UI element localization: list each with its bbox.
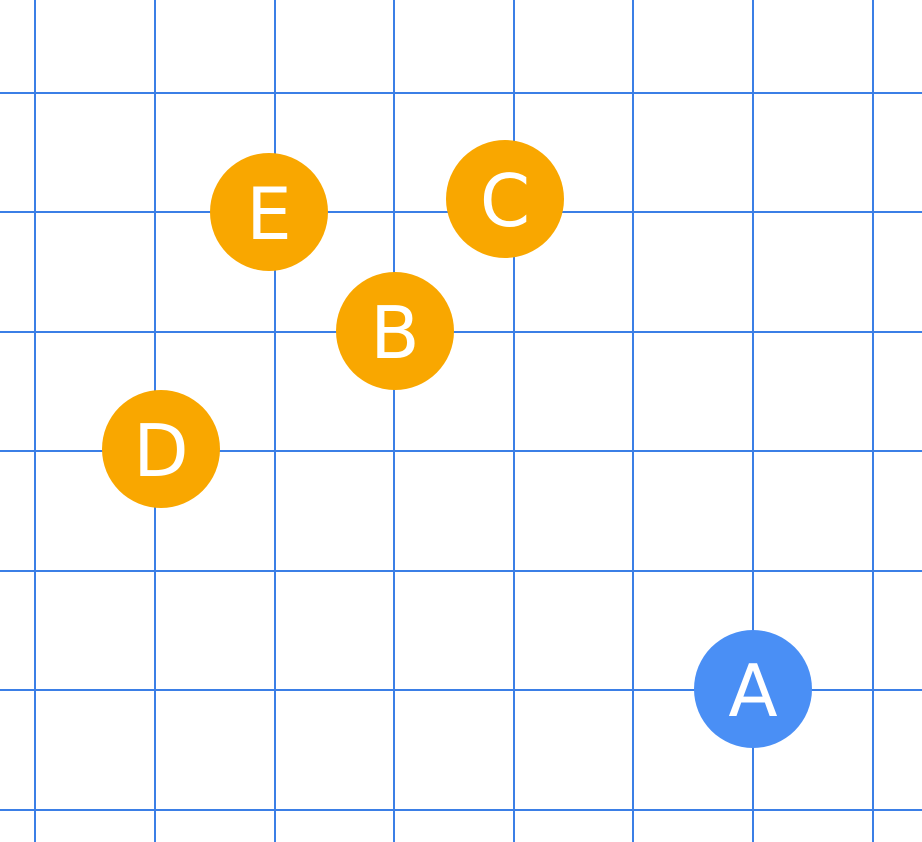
marker-e-circle — [210, 153, 328, 271]
marker-b-label: B — [370, 291, 419, 375]
marker-e[interactable]: E — [210, 153, 328, 271]
marker-e-label: E — [246, 172, 292, 256]
marker-a-label: A — [728, 649, 777, 733]
marker-d-label: D — [133, 409, 188, 493]
marker-c[interactable]: C — [446, 140, 564, 258]
marker-d[interactable]: D — [102, 390, 220, 508]
marker-b-circle — [336, 272, 454, 390]
marker-a[interactable]: A — [694, 630, 812, 748]
marker-c-label: C — [480, 159, 530, 243]
marker-a-circle — [694, 630, 812, 748]
marker-b[interactable]: B — [336, 272, 454, 390]
marker-c-circle — [446, 140, 564, 258]
marker-d-circle — [102, 390, 220, 508]
